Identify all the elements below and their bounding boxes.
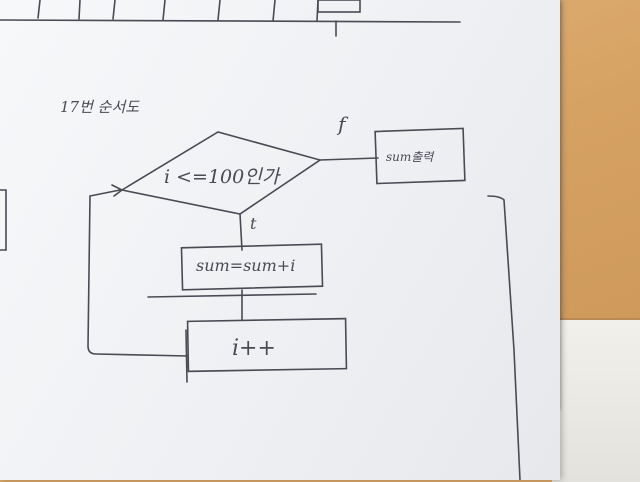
false-label: f xyxy=(338,112,346,136)
top-table-tick xyxy=(37,0,41,19)
top-table-tick xyxy=(272,0,276,22)
decision-text: i <=100인가 xyxy=(164,166,280,188)
loop-back-line xyxy=(87,189,189,357)
false-output-text: sum출력 xyxy=(386,150,434,164)
process-2-text: i++ xyxy=(232,336,276,361)
top-table-tick xyxy=(112,0,116,20)
process-box-2 xyxy=(186,317,348,373)
top-table-tick xyxy=(217,0,221,21)
top-table-bottom-line xyxy=(0,19,461,23)
divider-line-1 xyxy=(147,293,317,298)
top-table-tick xyxy=(162,0,166,21)
true-label: t xyxy=(250,214,257,233)
loop-arrow-head xyxy=(111,184,124,197)
paper-sheet xyxy=(0,0,560,480)
white-shelf-edge xyxy=(552,318,640,482)
flowchart-heading: 17번 순서도 xyxy=(60,98,140,116)
top-table-tick xyxy=(78,0,81,20)
process-1-text: sum=sum+i xyxy=(196,256,296,275)
margin-line xyxy=(487,195,521,480)
false-output-box xyxy=(374,127,466,185)
process-box-1 xyxy=(180,243,324,291)
true-branch-line xyxy=(239,213,243,251)
top-table-small-box xyxy=(317,0,361,13)
false-branch-line xyxy=(319,157,379,161)
